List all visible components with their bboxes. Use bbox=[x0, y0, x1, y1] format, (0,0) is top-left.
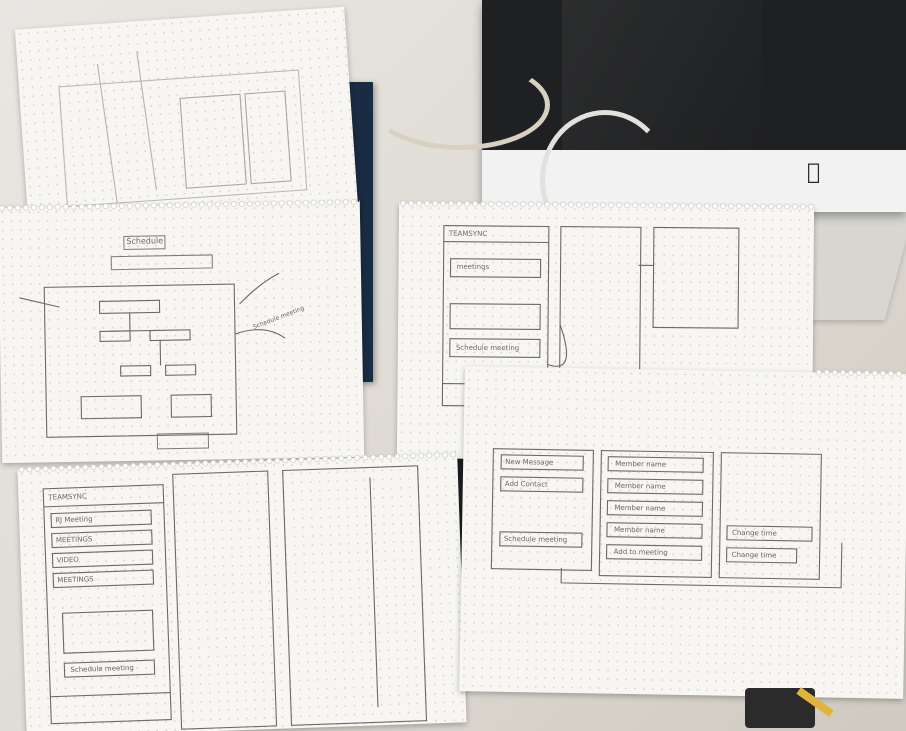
sketch-strokes bbox=[42, 465, 428, 730]
sketch-strokes bbox=[58, 51, 308, 208]
sketch-label: Schedule meeting bbox=[503, 534, 568, 544]
cable bbox=[370, 60, 550, 150]
sketch-label: Change time bbox=[731, 550, 777, 560]
sketch-strokes bbox=[19, 272, 286, 438]
sketch-strokes bbox=[490, 448, 843, 589]
sketch-label: TEAMSYNC bbox=[448, 229, 488, 238]
sketch-label: RJ Meeting bbox=[55, 515, 93, 525]
cable bbox=[540, 110, 670, 250]
sketch-sheet-member-list: New Message Add Contact Schedule meeting… bbox=[459, 366, 906, 699]
sketch-sheet-top-left bbox=[14, 6, 360, 245]
sketch-label: Add to meeting bbox=[613, 547, 668, 557]
sketch-label: Member name bbox=[614, 503, 666, 513]
sketch-label: MEETINGS bbox=[55, 535, 93, 545]
sketch-label: TEAMSYNC bbox=[48, 492, 87, 502]
sketch-box bbox=[156, 432, 210, 450]
sketch-label: VIDEO bbox=[56, 555, 79, 565]
sketch-label: New Message bbox=[505, 457, 554, 467]
sketch-label: Change time bbox=[731, 528, 777, 538]
sketch-label: Schedule meeting bbox=[455, 343, 520, 353]
sketch-label: Member name bbox=[615, 459, 667, 469]
sketch-label: Add Contact bbox=[504, 479, 548, 489]
sketch-sheet-flowchart: Schedule Schedule meeting bbox=[0, 197, 365, 464]
sketch-label: Member name bbox=[613, 525, 665, 535]
monitor-screen bbox=[482, 0, 906, 150]
apple-logo-icon:  bbox=[807, 160, 820, 185]
desk-objects bbox=[735, 678, 835, 731]
sketch-label: MEETINGS bbox=[57, 575, 94, 585]
sketch-label: meetings bbox=[456, 262, 490, 271]
sketch-sheet-phone-screens: TEAMSYNC RJ Meeting MEETINGS VIDEO MEETI… bbox=[17, 450, 467, 731]
sketch-label: Member name bbox=[614, 481, 666, 491]
